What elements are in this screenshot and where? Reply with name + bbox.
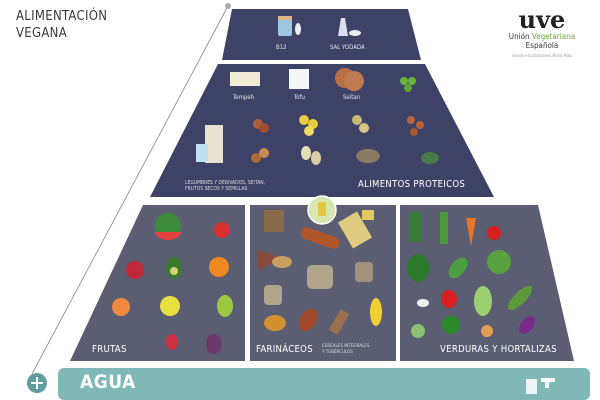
tier-fruits (70, 205, 245, 361)
water-bar (58, 368, 590, 400)
tier-supplements (222, 9, 421, 60)
tier-vegetables (400, 205, 574, 361)
protein-subtitle-2: FRUTOS SECOS Y SEMILLAS (185, 186, 248, 192)
grains-title: FARINÁCEOS (256, 344, 313, 355)
page-title: ALIMENTACIÓN VEGANA (16, 8, 107, 42)
salt-icon (338, 18, 361, 36)
logo-line2: Española (525, 41, 559, 50)
label-sal-yodada: SAL YODADA (330, 44, 365, 51)
pyramid-edge-line (31, 5, 229, 375)
title-line-2: VEGANA (16, 26, 67, 41)
logo-line1a: Unión (508, 32, 532, 41)
logo-line1b: Vegetariana (531, 32, 576, 41)
uve-logo[interactable]: uve Unión Vegetariana Española diseño e … (497, 5, 587, 59)
logo-credit: diseño e ilustraciones María Ponz (512, 53, 572, 58)
protein-subtitle: LEGUMBRES Y DERIVADOS, SEITAN, FRUTOS SE… (185, 180, 265, 192)
fruit-icons (112, 213, 233, 354)
grain-icons (258, 210, 382, 335)
edge-dot (225, 3, 231, 9)
tier-protein (150, 64, 494, 197)
grains-subtitle: CEREALES INTEGRALES Y TUBÉRCULOS (322, 344, 369, 356)
protein-food-icons (196, 68, 439, 225)
logo-org: Unión Vegetariana (497, 32, 587, 41)
fruits-title: FRUTAS (92, 344, 127, 355)
glass-tap-icon (526, 378, 555, 394)
logo-brand: uve (518, 5, 566, 34)
vegetable-icons (407, 212, 555, 394)
protein-subtitle-1: LEGUMBRES Y DERIVADOS, SEITAN, (185, 180, 266, 186)
label-seitan: Seitan (343, 94, 361, 101)
title-line-1: ALIMENTACIÓN (16, 9, 108, 24)
water-label: AGUA (80, 371, 136, 393)
protein-title: ALIMENTOS PROTEICOS (358, 179, 466, 190)
label-tempeh: Tempeh (233, 94, 255, 101)
b12-icon (278, 16, 301, 36)
label-tofu: Tofu (294, 94, 305, 101)
grains-subtitle-1: CEREALES INTEGRALES (322, 344, 370, 349)
grains-subtitle-2: Y TUBÉRCULOS (322, 350, 353, 355)
label-b12: B12 (276, 44, 287, 51)
vegetables-title: VERDURAS Y HORTALIZAS (440, 344, 557, 355)
